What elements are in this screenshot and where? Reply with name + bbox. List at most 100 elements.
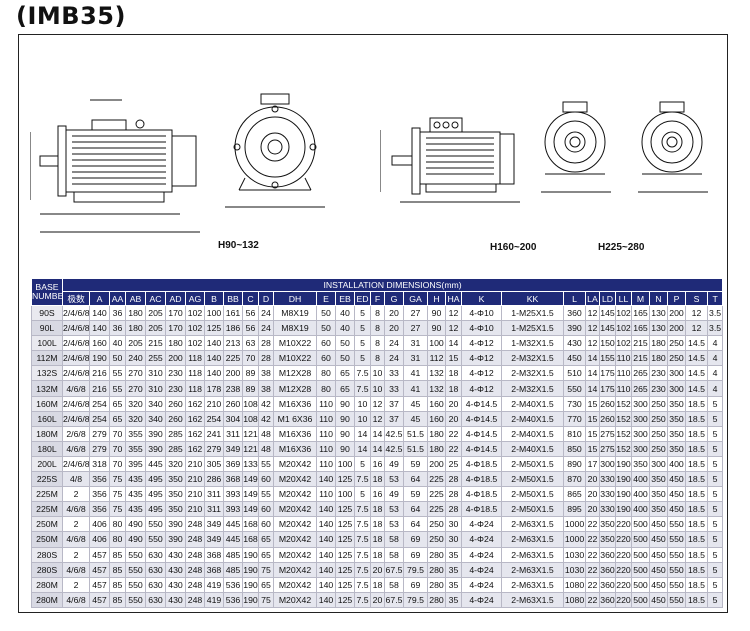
table-cell: 16	[370, 486, 385, 503]
table-cell: 4-Φ14.5	[461, 410, 502, 427]
table-cell: M20X42	[273, 546, 317, 563]
column-header: BB	[223, 291, 243, 306]
table-cell: 280	[427, 591, 446, 608]
table-cell: 100	[335, 486, 355, 503]
table-cell: 360	[599, 576, 616, 593]
table-cell: 4-Φ24	[461, 576, 502, 593]
table-cell: 190	[242, 546, 259, 563]
table-cell: 215	[145, 335, 166, 352]
table-cell: 2-M32X1.5	[501, 350, 564, 367]
table-cell: 435	[125, 486, 146, 503]
table-cell: 75	[109, 471, 126, 488]
base-number-cell: 132M	[31, 380, 63, 397]
table-cell: 65	[258, 546, 274, 563]
table-cell: M20X42	[273, 531, 317, 548]
table-cell: M10X22	[273, 350, 317, 367]
table-cell: 125	[335, 576, 355, 593]
table-cell: 45	[403, 395, 428, 412]
table-cell: 210	[185, 455, 205, 473]
table-cell: 390	[145, 425, 166, 442]
table-cell: 12	[370, 410, 385, 427]
table-cell: 1-M25X1.5	[501, 304, 564, 322]
table-cell: 350	[165, 501, 186, 518]
table-cell: 125	[204, 320, 224, 337]
table-cell: 350	[599, 531, 616, 548]
table-cell: 15	[585, 395, 600, 412]
base-number-cell: 160M	[31, 395, 63, 412]
table-cell: 110	[316, 395, 336, 412]
table-cell: 65	[109, 395, 126, 412]
table-cell: 80	[109, 516, 126, 533]
table-cell: 865	[563, 486, 586, 503]
table-cell: 5	[706, 395, 724, 412]
table-cell: 80	[109, 531, 126, 548]
table-cell: 60	[258, 471, 274, 488]
table-cell: 65	[335, 380, 355, 397]
table-cell: 550	[125, 576, 146, 593]
table-cell: 500	[631, 561, 650, 578]
table-cell: 140	[316, 561, 336, 578]
table-cell: 180	[649, 335, 668, 352]
table-cell: 7.5	[354, 471, 371, 488]
column-header: GA	[403, 291, 428, 306]
table-cell: 400	[631, 501, 650, 518]
table-cell: 5	[706, 531, 724, 548]
table-cell: 4/6/8	[62, 440, 90, 457]
table-cell: 70	[242, 350, 259, 367]
table-cell: 254	[204, 410, 224, 427]
table-cell: 140	[316, 501, 336, 518]
table-cell: 1-M25X1.5	[501, 320, 564, 337]
table-cell: M20X42	[273, 561, 317, 578]
column-header: D	[258, 291, 274, 306]
table-cell: 190	[242, 576, 259, 593]
table-cell: 320	[165, 455, 186, 473]
table-cell: 165	[631, 320, 650, 337]
table-cell: 205	[145, 320, 166, 337]
table-cell: 79.5	[403, 591, 428, 608]
table-cell: 248	[185, 576, 205, 593]
table-cell: 149	[242, 486, 259, 503]
table-cell: 445	[223, 516, 243, 533]
table-cell: 5	[706, 425, 724, 442]
table-cell: 14	[585, 350, 600, 367]
table-cell: 79.5	[403, 561, 428, 578]
table-cell: 7.5	[354, 531, 371, 548]
content-frame	[18, 34, 728, 613]
table-cell: 550	[125, 591, 146, 608]
table-cell: 175	[599, 380, 616, 397]
table-cell: M8X19	[273, 304, 317, 322]
table-cell: 110	[316, 410, 336, 427]
table-cell: 220	[615, 591, 632, 608]
table-cell: 65	[258, 576, 274, 593]
table-cell: 55	[258, 455, 274, 473]
table-cell: 22	[445, 440, 462, 457]
table-cell: 248	[185, 561, 205, 578]
table-cell: 90	[427, 320, 446, 337]
table-cell: 60	[316, 350, 336, 367]
table-cell: 4	[706, 365, 724, 382]
table-cell: 2-M32X1.5	[501, 365, 564, 382]
table-cell: 161	[223, 304, 243, 322]
table-cell: 2/4/6/8	[62, 410, 90, 427]
table-cell: 180	[125, 304, 146, 322]
table-cell: 485	[223, 546, 243, 563]
table-cell: 445	[223, 531, 243, 548]
table-cell: 350	[649, 486, 668, 503]
column-header: AD	[165, 291, 186, 306]
table-cell: 2-M40X1.5	[501, 395, 564, 412]
table-cell: 330	[599, 501, 616, 518]
table-cell: 2-M32X1.5	[501, 380, 564, 397]
table-cell: 279	[89, 425, 110, 442]
table-cell: 14	[370, 440, 385, 457]
table-cell: 41	[403, 380, 428, 397]
table-cell: 356	[89, 501, 110, 518]
motor-side-view-small	[30, 99, 200, 233]
table-cell: 5	[706, 455, 724, 473]
table-cell: 28	[445, 471, 462, 488]
